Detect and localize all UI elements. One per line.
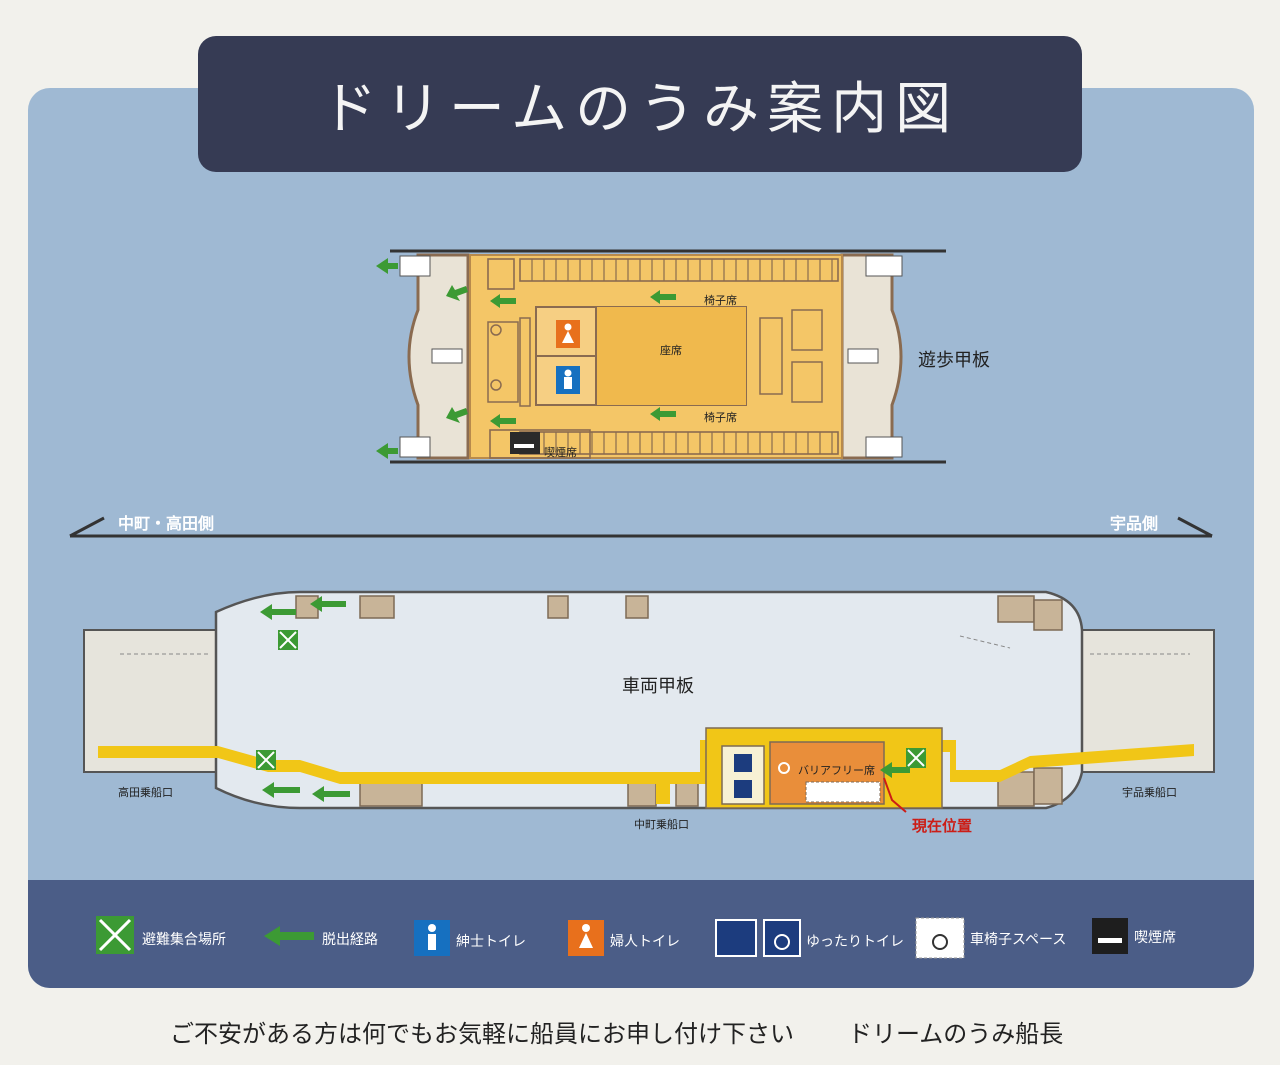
- legend-bar: [28, 880, 1254, 988]
- left-gate-label: 高田乗船口: [118, 786, 173, 799]
- wheelchair-legend-icon: [763, 919, 801, 957]
- legend-accessible: ゆったりトイレ: [806, 934, 904, 950]
- legend-wheelchair-space: 車椅子スペース: [970, 932, 1067, 948]
- smoking-icon-upper: [510, 432, 540, 454]
- upper-deck-plan: [376, 249, 946, 464]
- lower-deck-plan: [83, 590, 1215, 813]
- center-gate-label: 中町乗船口: [634, 818, 689, 831]
- escape-arrows-lower: [260, 596, 910, 802]
- legend-escape: 脱出経路: [322, 932, 378, 948]
- legend-icons: [96, 916, 1128, 959]
- direction-line: [69, 516, 1213, 538]
- assembly-point-icons: [256, 630, 926, 770]
- lower-deck-name: 車両甲板: [622, 676, 694, 697]
- accessible-toilet-icon-deck: [734, 754, 752, 772]
- direction-left-label: 中町・高田側: [118, 514, 215, 533]
- upper-deck-name: 遊歩甲板: [918, 350, 990, 371]
- page-title: ドリームのうみ案内図: [198, 36, 1082, 172]
- legend-women: 婦人トイレ: [610, 934, 680, 950]
- legend-smoking: 喫煙席: [1134, 930, 1176, 946]
- barrier-free-label: バリアフリー席: [798, 764, 875, 777]
- legend-assembly: 避難集合場所: [142, 932, 226, 948]
- wheelchair-icon-deck: [734, 780, 752, 798]
- tatami-seats-label: 座席: [660, 344, 682, 357]
- legend-men: 紳士トイレ: [456, 934, 526, 950]
- map-plate: [28, 88, 1254, 988]
- smoking-area-label: 喫煙席: [544, 446, 577, 459]
- footer-message: ご不安がある方は何でもお気軽に船員にお申し付け下さい: [170, 1020, 794, 1048]
- smoking-legend-icon: [1092, 918, 1128, 954]
- footer-signature: ドリームのうみ船長: [848, 1020, 1064, 1048]
- chair-seats-bottom-label: 椅子席: [704, 411, 737, 424]
- family-toilet-legend-icon: [715, 919, 757, 957]
- direction-right-label: 宇品側: [1110, 514, 1159, 533]
- chair-seats-top-label: 椅子席: [704, 294, 737, 307]
- current-location-marker: [883, 777, 907, 813]
- wheelchair-space-legend-icon: [915, 917, 965, 959]
- right-gate-label: 宇品乗船口: [1122, 786, 1177, 799]
- escape-arrows-upper: [376, 258, 676, 459]
- escape-arrow-icon: [264, 926, 314, 946]
- current-location-label: 現在位置: [912, 817, 973, 835]
